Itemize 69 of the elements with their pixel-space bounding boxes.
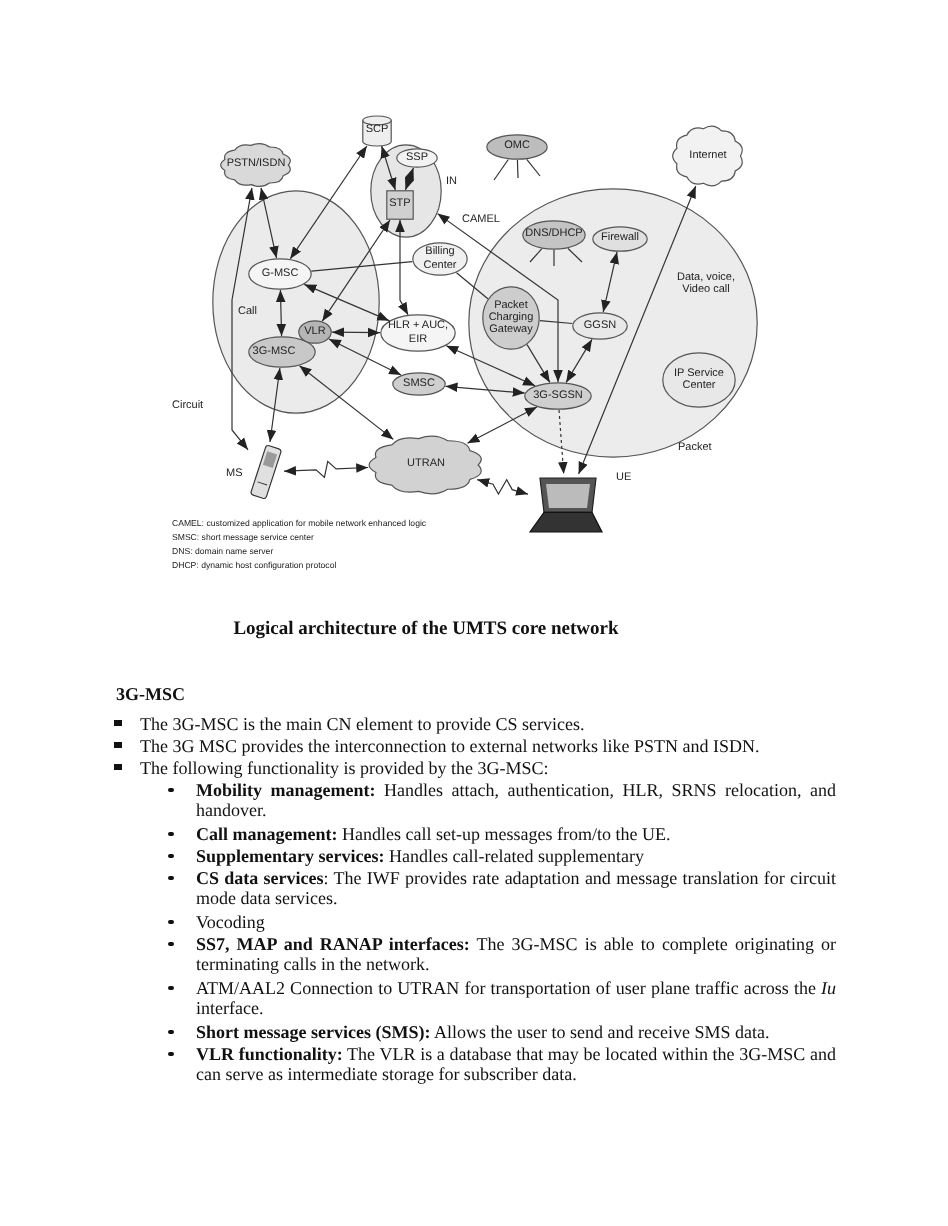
arrow <box>321 219 391 322</box>
laptop-icon <box>528 474 604 536</box>
list-item-text: The 3G-MSC is the main CN element to provide CS services. <box>140 713 587 735</box>
arrow <box>558 409 568 475</box>
arrow <box>328 338 402 376</box>
figure-caption: Logical architecture of the UMTS core network <box>233 620 619 640</box>
list-item-text: SS7, MAP and RANAP interfaces: The 3G-MSC is able to complete originating or terminating calls in the network. <box>196 933 836 977</box>
domain-ellipse <box>370 144 442 238</box>
network-node-ellipse <box>298 320 332 344</box>
arrow <box>526 344 551 384</box>
arrow <box>436 213 563 383</box>
network-node-ellipse <box>662 352 736 408</box>
radio-link <box>283 460 369 479</box>
arrow <box>444 382 526 397</box>
connector-line <box>310 261 413 272</box>
connector-line <box>455 272 489 300</box>
network-node-ellipse <box>522 220 586 250</box>
arrow <box>404 167 415 191</box>
arrow <box>445 345 536 387</box>
network-node-ellipse <box>396 148 438 168</box>
list-item-text: Vocoding <box>196 911 267 933</box>
arrow <box>266 367 284 443</box>
network-node-ellipse <box>248 258 312 290</box>
domain-ellipse <box>212 190 380 414</box>
arrow <box>601 251 619 313</box>
arrow <box>578 185 697 475</box>
network-cloud <box>368 434 484 496</box>
network-node-ellipse <box>392 372 446 396</box>
arrow <box>289 145 368 260</box>
list-item-text: The following functionality is provided by the 3G-MSC: <box>140 757 551 779</box>
connector-line <box>526 158 541 177</box>
list-item-text: Supplementary services: Handles call-related supplementary <box>196 845 646 867</box>
network-node-ellipse <box>248 336 316 368</box>
connector-line <box>529 248 543 263</box>
network-node-ellipse <box>572 312 628 340</box>
network-cloud <box>220 142 292 188</box>
network-node-box <box>386 190 414 220</box>
connector-line <box>553 249 555 267</box>
arrow <box>298 365 394 440</box>
arrow <box>303 283 390 322</box>
arrow <box>231 187 255 451</box>
arrow <box>380 145 397 191</box>
arrow <box>395 219 409 316</box>
arrow <box>275 289 287 337</box>
network-cloud <box>672 124 744 188</box>
network-node-ellipse <box>380 314 456 352</box>
radio-link <box>476 478 529 496</box>
connector-line <box>516 159 519 179</box>
network-node-ellipse <box>592 226 648 252</box>
network-node-ellipse <box>486 134 548 160</box>
list-item-text: ATM/AAL2 Connection to UTRAN for transportation of user plane traffic across the Iu interface. <box>196 977 836 1021</box>
arrow <box>466 406 538 444</box>
section-heading: 3G-MSC <box>116 684 185 706</box>
list-item-text: Call management: Handles call set-up messages from/to the UE. <box>196 823 673 845</box>
list-item-text: CS data services: The IWF provides rate adaptation and message translation for circuit mode data services. <box>196 867 836 911</box>
list-item-text: Mobility management: Handles attach, authentication, HLR, SRNS relocation, and handover. <box>196 779 836 823</box>
connector-line <box>539 320 574 325</box>
list-item-text: VLR functionality: The VLR is a database that may be located within the 3G-MSC and can serve as intermediate storage for subscriber data. <box>196 1043 836 1087</box>
arrow <box>331 327 381 338</box>
connector-line <box>567 247 583 263</box>
network-node-ellipse <box>482 286 540 350</box>
arrow <box>565 338 593 383</box>
network-node-ellipse <box>412 242 468 276</box>
connector-line <box>493 158 509 181</box>
arrow <box>258 187 279 259</box>
network-node-ellipse <box>524 382 592 410</box>
database-cylinder <box>362 116 392 146</box>
list-item-text: Short message services (SMS): Allows the user to send and receive SMS data. <box>196 1021 772 1043</box>
list-item-text: The 3G MSC provides the interconnection to external networks like PSTN and ISDN. <box>140 735 762 757</box>
